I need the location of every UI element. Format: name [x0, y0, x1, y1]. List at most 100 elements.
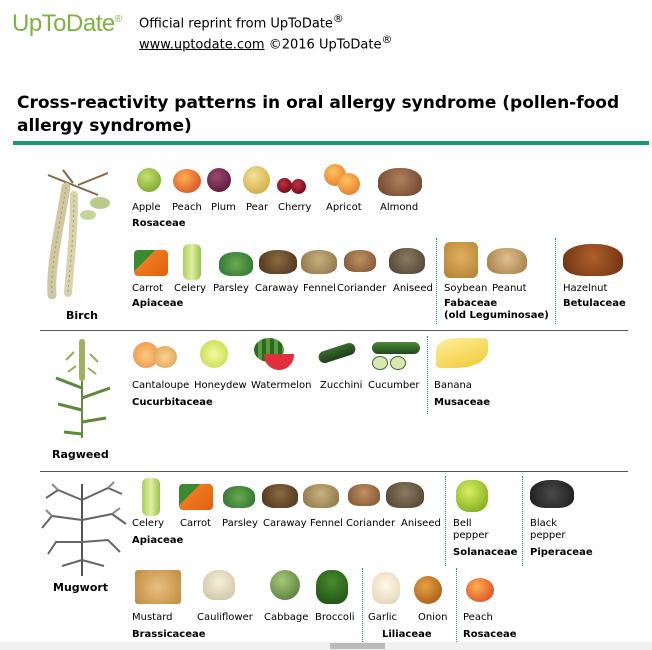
celery-image: [183, 244, 201, 280]
garlic-image: [372, 572, 400, 604]
food-label: Apricot: [326, 202, 362, 213]
caraway-image: [259, 250, 297, 274]
group-divider: [362, 568, 363, 642]
food-label: pepper: [453, 530, 489, 541]
family-label: Liliaceae: [382, 629, 432, 640]
food-label: Pear: [246, 202, 269, 213]
uptodate-logo: UpToDate®: [12, 10, 122, 38]
food-label: Caraway: [255, 283, 299, 294]
food-label: Almond: [380, 202, 419, 213]
food-label: Carrot: [180, 518, 211, 529]
peach-image: [466, 578, 494, 602]
family-label: Brassicaceae: [132, 629, 206, 640]
family-label: Piperaceae: [530, 547, 593, 558]
carrot-image: [179, 484, 213, 510]
food-label: Cucumber: [368, 380, 420, 391]
horizontal-scrollbar[interactable]: [0, 642, 652, 650]
group-divider: [445, 476, 446, 566]
fennel-image: [303, 484, 339, 508]
site-link[interactable]: www.uptodate.com: [139, 37, 265, 53]
food-label: Garlic: [368, 612, 398, 623]
plum-image: [207, 168, 231, 192]
food-label: Fennel: [310, 518, 343, 529]
apricot-image: [322, 164, 364, 196]
food-label: Aniseed: [401, 518, 441, 529]
plant-label-ragweed: Ragweed: [52, 448, 109, 461]
food-label: Peach: [172, 202, 202, 213]
food-label: Cabbage: [264, 612, 309, 623]
apple-image: [137, 168, 161, 192]
food-label: Peanut: [492, 283, 527, 294]
group-divider: [522, 476, 523, 566]
birch-catkin-illustration: [47, 169, 110, 300]
food-label: Celery: [132, 518, 165, 529]
copyright-text: ©2016 UpToDate: [264, 37, 382, 53]
food-label: Coriander: [346, 518, 396, 529]
food-label: Parsley: [213, 283, 249, 294]
food-label: Watermelon: [251, 380, 312, 391]
reprint-text: Official reprint from UpToDate: [139, 16, 333, 32]
food-label: Bell: [453, 518, 472, 529]
family-label: Rosaceae: [463, 629, 517, 640]
fennel-image: [301, 250, 337, 274]
bell-pepper-image: [456, 480, 488, 512]
cherry-image: [277, 164, 309, 194]
family-label: Fabaceae: [444, 298, 498, 309]
food-label: Celery: [174, 283, 207, 294]
carrot-image: [134, 250, 168, 276]
food-label: Fennel: [303, 283, 336, 294]
cucumber-image: [368, 340, 424, 370]
group-divider: [427, 336, 428, 414]
family-note: (old Leguminosae): [444, 310, 549, 321]
cauliflower-image: [203, 570, 235, 600]
food-label: Hazelnut: [563, 283, 608, 294]
food-label: Carrot: [132, 283, 163, 294]
cantaloupe-image: [133, 342, 179, 368]
reprint-registered-mark: ®: [332, 12, 344, 25]
family-label: Rosaceae: [132, 218, 186, 229]
almond-image: [378, 168, 422, 196]
peanut-image: [487, 248, 527, 274]
family-label: Cucurbitaceae: [132, 397, 213, 408]
food-label: pepper: [530, 530, 566, 541]
plant-label-birch: Birch: [66, 309, 98, 322]
plant-label-mugwort: Mugwort: [53, 581, 109, 594]
soybean-image: [444, 242, 478, 278]
aniseed-image: [389, 248, 425, 274]
page-title: Cross-reactivity patterns in oral allerg…: [17, 93, 620, 136]
caraway-image: [262, 484, 298, 508]
cabbage-image: [270, 570, 300, 600]
scrollbar-thumb[interactable]: [330, 643, 385, 649]
coriander-image: [344, 250, 376, 272]
honeydew-image: [200, 340, 228, 368]
food-label: Aniseed: [393, 283, 433, 294]
group-divider: [436, 238, 437, 324]
food-label: Cherry: [278, 202, 312, 213]
section-divider: [40, 471, 628, 472]
parsley-image: [223, 486, 255, 508]
broccoli-image: [316, 570, 348, 604]
logo-registered-mark: ®: [114, 14, 122, 25]
food-label: Zucchini: [320, 380, 363, 391]
site-line: www.uptodate.com ©2016 UpToDate®: [139, 33, 392, 52]
celery-image: [142, 478, 160, 516]
watermelon-image: [250, 338, 296, 372]
group-divider: [555, 238, 556, 324]
family-label: Apiaceae: [132, 535, 184, 546]
food-label: Cauliflower: [197, 612, 253, 623]
food-label: Apple: [132, 202, 161, 213]
food-label: Parsley: [222, 518, 258, 529]
aniseed-image: [386, 482, 424, 508]
group-divider: [456, 568, 457, 642]
section-divider: [40, 330, 628, 331]
parsley-image: [219, 252, 253, 276]
food-label: Caraway: [263, 518, 307, 529]
coriander-image: [348, 484, 380, 506]
banana-image: [436, 338, 488, 368]
reprint-notice: Official reprint from UpToDate®: [139, 12, 344, 31]
food-label: Mustard: [132, 612, 173, 623]
food-label: Black: [530, 518, 558, 529]
pear-image: [243, 166, 270, 194]
mustard-image: [135, 570, 181, 604]
mugwort-illustration: [41, 481, 127, 576]
